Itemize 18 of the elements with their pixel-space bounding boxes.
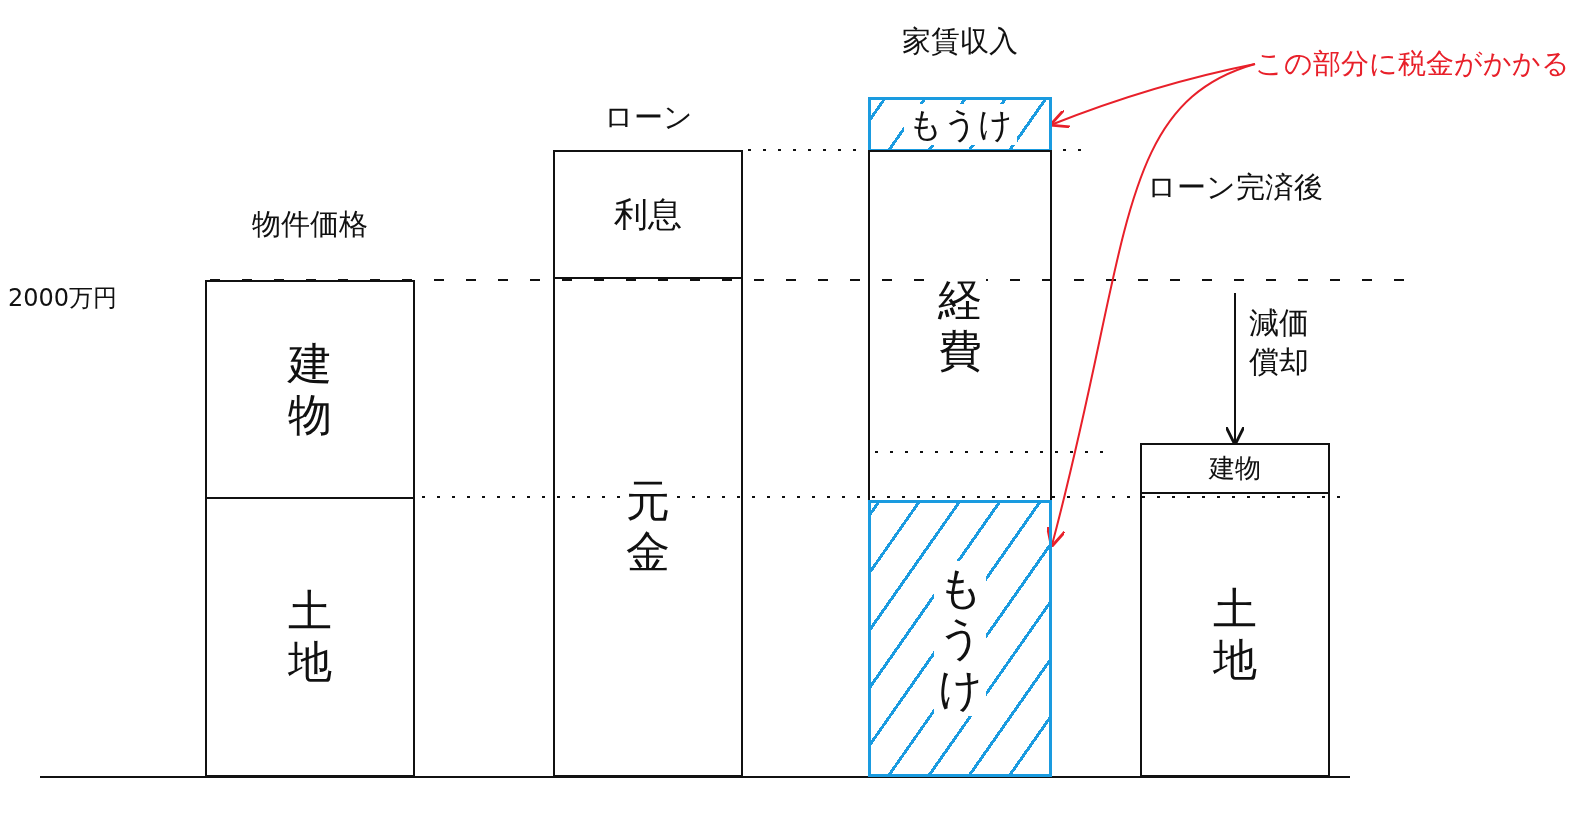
column-heading: ローン完済後 xyxy=(1146,169,1324,206)
bar-segment xyxy=(205,280,415,499)
hatched-segment xyxy=(868,500,1052,777)
annotation-text: この部分に税金がかかる xyxy=(1255,42,1570,86)
segment-label: もうけ xyxy=(934,560,986,717)
bar-segment xyxy=(205,497,415,777)
arrow xyxy=(1045,63,1256,549)
bar-segment xyxy=(868,150,1052,502)
hatched-segment xyxy=(868,97,1052,152)
bar-segment xyxy=(553,277,743,777)
column-heading: 物件価格 xyxy=(251,206,369,243)
bar-segment xyxy=(1140,443,1330,494)
bar-segment xyxy=(1140,492,1330,777)
column-heading: 家賃収入 xyxy=(901,23,1019,60)
column-heading: ローン xyxy=(602,99,694,136)
level-label: 2000万円 xyxy=(8,283,118,314)
bar-segment xyxy=(553,150,743,279)
segment-label: もうけ xyxy=(903,103,1017,146)
